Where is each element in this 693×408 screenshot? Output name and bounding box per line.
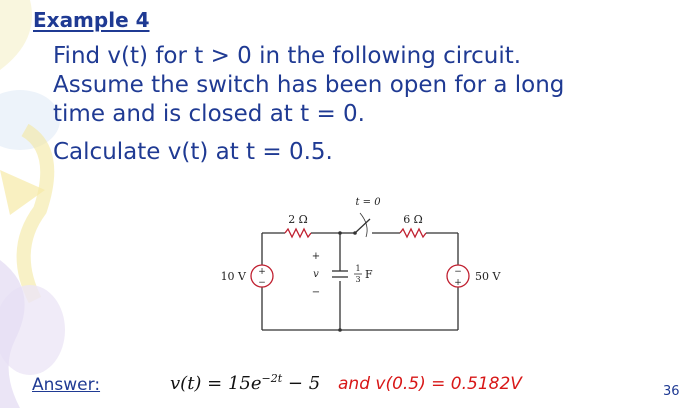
answer-result: and v(0.5) = 0.5182V	[338, 374, 522, 394]
v-plus-label: +	[312, 251, 320, 262]
circuit-diagram: + − − + 2 Ω 6 Ω t = 0 10 V 50 V + v − 1 …	[221, 197, 501, 332]
resistor-2ohm-label: 2 Ω	[288, 213, 308, 226]
cap-fraction-num: 1	[355, 264, 360, 273]
svg-text:+: +	[454, 278, 462, 288]
svg-text:−: −	[258, 278, 266, 288]
cap-fraction-den: 3	[355, 275, 360, 284]
v-label: v	[313, 269, 319, 280]
slide-title: Example 4	[33, 8, 150, 32]
problem-line-3: time and is closed at t = 0.	[53, 101, 365, 127]
svg-text:+: +	[258, 267, 266, 277]
problem-line-2: Assume the switch has been open for a lo…	[53, 72, 565, 98]
source-right-label: 50 V	[475, 270, 501, 283]
switch-blade	[354, 218, 371, 234]
v-minus-label: −	[312, 287, 320, 298]
resistor-6ohm	[399, 227, 427, 239]
page-number: 36	[663, 384, 680, 399]
voltage-source-left	[250, 264, 274, 288]
problem-statement: Find v(t) for t > 0 in the following cir…	[53, 42, 653, 129]
source-left-label: 10 V	[221, 270, 247, 283]
problem-line-1: Find v(t) for t > 0 in the following cir…	[53, 43, 522, 69]
answer-label: Answer:	[32, 375, 101, 395]
answer-eq-prefix: v(t) = 15e	[170, 373, 262, 394]
resistor-2ohm	[284, 227, 312, 239]
answer-equation: v(t) = 15e−2t − 5	[170, 372, 320, 394]
calculate-instruction: Calculate v(t) at t = 0.5.	[53, 139, 333, 165]
cap-unit-label: F	[365, 268, 373, 281]
answer-eq-exponent: −2t	[261, 372, 283, 385]
resistor-6ohm-label: 6 Ω	[403, 213, 423, 226]
switch-label: t = 0	[355, 197, 381, 208]
answer-eq-suffix: − 5	[282, 373, 321, 394]
voltage-source-right	[446, 264, 470, 288]
svg-text:−: −	[454, 267, 462, 277]
